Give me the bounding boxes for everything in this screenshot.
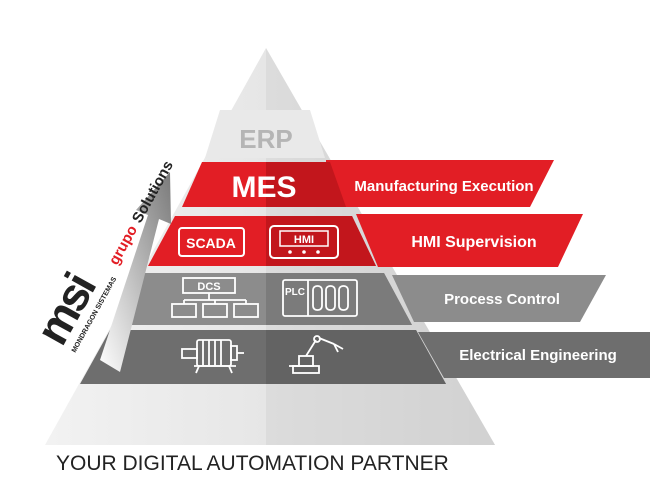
mes-band-shade <box>266 162 346 207</box>
electrical-ribbon-label: Electrical Engineering <box>459 347 617 364</box>
plc-icon-label: PLC <box>285 287 305 298</box>
robot-arm-icon <box>289 335 344 374</box>
erp-label: ERP <box>239 124 292 154</box>
scada-icon <box>178 227 245 257</box>
dcs-icon <box>171 277 259 318</box>
process-ribbon <box>392 275 606 322</box>
motor-icon <box>181 339 244 374</box>
rising-arrow-icon <box>100 172 171 372</box>
mes-label: MES <box>231 171 296 204</box>
mes-ribbon <box>326 160 554 207</box>
process-ribbon-label: Process Control <box>444 291 560 308</box>
mes-ribbon-label: Manufacturing Execution <box>354 178 533 195</box>
hmi-button-icon <box>302 250 306 254</box>
hmi-button-icon <box>316 250 320 254</box>
electrical-ribbon <box>418 332 650 378</box>
hmi-icon-label: HMI <box>294 234 314 246</box>
scada-icon-label: SCADA <box>186 235 236 251</box>
hmi-band-shade <box>266 216 376 266</box>
hmi-ribbon-label: HMI Supervision <box>411 234 536 251</box>
hmi-button-icon <box>288 250 292 254</box>
tagline: YOUR DIGITAL AUTOMATION PARTNER <box>56 452 449 475</box>
dcs-icon-label: DCS <box>197 281 220 293</box>
hmi-panel-icon <box>269 225 339 259</box>
plc-icon <box>282 279 358 317</box>
erp-layer <box>205 110 325 158</box>
electrical-band-shade <box>266 330 446 384</box>
hmi-screen-icon <box>279 230 329 247</box>
hmi-ribbon <box>356 214 583 267</box>
